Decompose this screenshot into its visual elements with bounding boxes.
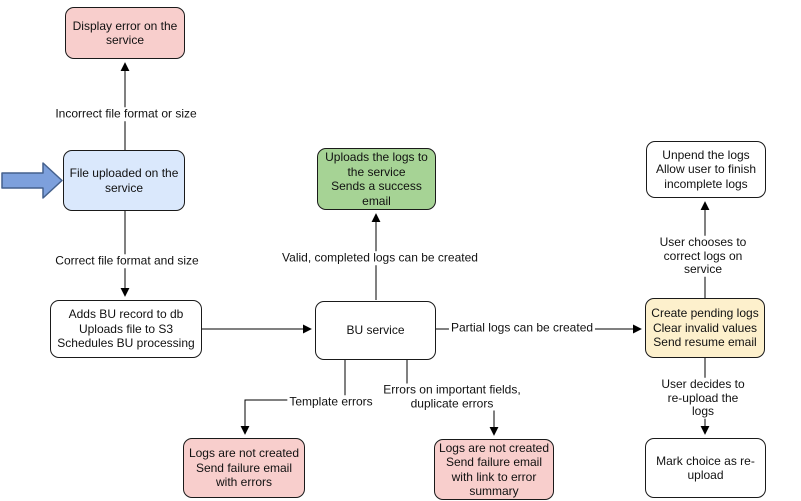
node-bu-service: BU service <box>315 301 436 360</box>
edge-label-reupload: User decides to re-upload the logs <box>654 377 752 419</box>
node-uploads-logs-success: Uploads the logs to the service Sends a … <box>317 148 436 210</box>
node-mark-reupload: Mark choice as re- upload <box>645 438 766 498</box>
edge-label-important-errors: Errors on important fields, duplicate er… <box>381 382 523 411</box>
node-unpend-logs: Unpend the logs Allow user to finish inc… <box>646 141 766 198</box>
edge-label-valid-logs: Valid, completed logs can be created <box>280 250 480 265</box>
node-logs-not-created-summary: Logs are not created Send failure email … <box>434 439 554 500</box>
node-logs-not-created-errors: Logs are not created Send failure email … <box>183 438 305 498</box>
node-file-uploaded: File uploaded on the service <box>63 150 185 211</box>
edge-label-template-errors: Template errors <box>287 394 375 409</box>
edge-label-correct-format: Correct file format and size <box>53 253 201 268</box>
edge-label-incorrect-format: Incorrect file format or size <box>53 106 199 121</box>
edge-label-correct-on-service: User chooses to correct logs on service <box>654 235 752 277</box>
node-adds-bu-record: Adds BU record to db Uploads file to S3 … <box>50 300 202 358</box>
edge-label-partial-logs: Partial logs can be created <box>448 320 596 335</box>
node-create-pending-logs: Create pending logs Clear invalid values… <box>645 298 765 358</box>
input-pointer-icon <box>1 162 63 199</box>
node-display-error: Display error on the service <box>65 7 185 59</box>
